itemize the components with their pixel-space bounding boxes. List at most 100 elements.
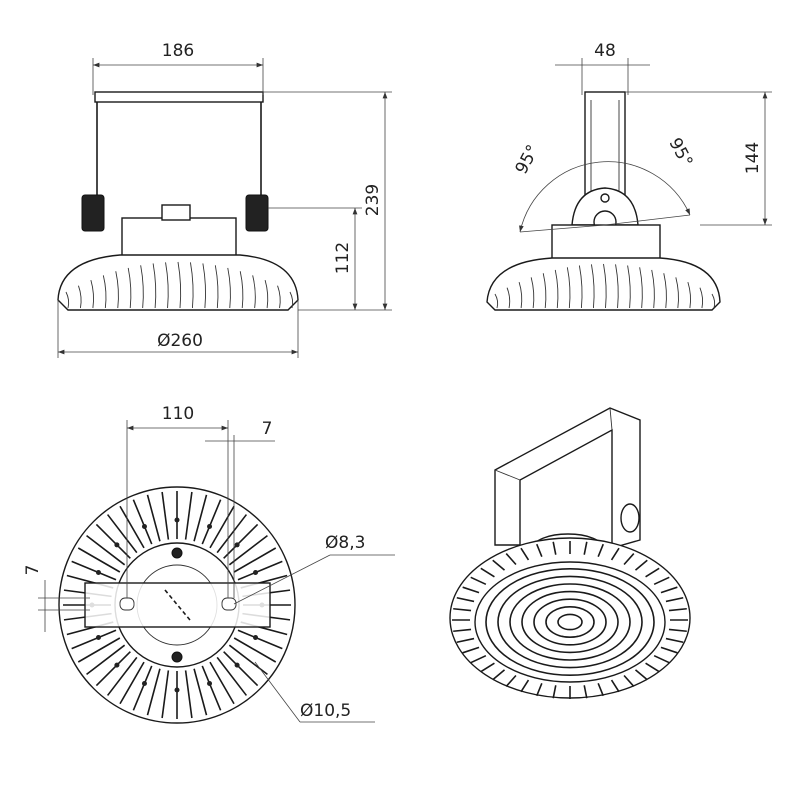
fin bbox=[90, 280, 94, 309]
heatsink-fins bbox=[65, 261, 294, 309]
iso-fin bbox=[660, 646, 678, 654]
radial-fin bbox=[193, 494, 208, 542]
radial-fin bbox=[95, 651, 131, 687]
radial-fin bbox=[193, 668, 208, 716]
hole-10-5-label: Ø10,5 bbox=[300, 701, 351, 721]
iso-lens bbox=[474, 561, 666, 683]
side-view: 95° 95° 48 144 bbox=[486, 41, 772, 311]
radial-fin bbox=[132, 665, 153, 711]
iso-fin bbox=[492, 559, 506, 571]
led-ring bbox=[545, 605, 595, 638]
fin bbox=[494, 293, 499, 309]
radial-fin bbox=[216, 656, 248, 696]
fin bbox=[190, 262, 194, 309]
fin bbox=[264, 280, 269, 309]
radial-fin bbox=[77, 547, 121, 573]
fin bbox=[140, 265, 144, 309]
fin bbox=[152, 263, 157, 309]
led-ring bbox=[497, 575, 643, 669]
iso-fin bbox=[453, 628, 472, 633]
lock-bolt bbox=[600, 193, 610, 203]
bottom-view: 110 7 7 Ø8,3 Ø10,5 bbox=[23, 404, 395, 724]
radial-fin bbox=[132, 499, 153, 545]
iso-fin bbox=[552, 685, 557, 699]
radial-fin bbox=[86, 534, 126, 566]
tilt-arc bbox=[519, 161, 691, 233]
iso-fin bbox=[456, 637, 475, 644]
iso-fin bbox=[492, 669, 506, 681]
fin bbox=[289, 291, 294, 309]
fin bbox=[663, 273, 667, 309]
radial-fin bbox=[106, 656, 138, 696]
leader-10-5 bbox=[254, 661, 301, 723]
radial-fin bbox=[184, 670, 193, 719]
iso-fin bbox=[462, 586, 480, 594]
fin bbox=[627, 265, 631, 309]
fin bbox=[214, 265, 219, 309]
fin bbox=[177, 261, 182, 309]
fin-hole bbox=[174, 687, 180, 693]
radial-fin bbox=[233, 637, 277, 663]
iso-fin bbox=[597, 543, 604, 557]
screw-bottom bbox=[171, 651, 183, 663]
iso-fins bbox=[452, 541, 688, 699]
iso-fin bbox=[480, 567, 495, 578]
iso-pivot bbox=[620, 503, 640, 533]
radial-fin bbox=[71, 560, 117, 581]
iso-fin bbox=[645, 662, 660, 673]
bracket-top-bar bbox=[94, 91, 264, 103]
fin bbox=[277, 285, 281, 309]
iso-fin bbox=[623, 674, 635, 687]
iso-fin bbox=[552, 541, 557, 555]
radial-fin bbox=[237, 629, 283, 650]
fin-hole bbox=[207, 681, 213, 687]
radial-fin bbox=[216, 514, 248, 554]
radial-fin bbox=[95, 523, 131, 559]
dim-7-left-label: 7 bbox=[23, 565, 43, 576]
dim-144-label: 144 bbox=[743, 142, 763, 174]
iso-led-rings bbox=[485, 567, 655, 676]
right-knob bbox=[245, 194, 269, 232]
radial-fin bbox=[201, 499, 222, 545]
fin bbox=[603, 263, 607, 309]
screw-top bbox=[171, 547, 183, 559]
iso-fin bbox=[653, 654, 670, 664]
dim-110-label: 110 bbox=[162, 404, 194, 424]
radial-fin bbox=[119, 661, 145, 705]
fin-hole bbox=[207, 523, 213, 529]
radial-fin bbox=[161, 491, 170, 540]
fin-hole bbox=[114, 542, 120, 548]
iso-fin bbox=[665, 596, 684, 603]
fin bbox=[115, 271, 119, 309]
fin bbox=[165, 262, 169, 309]
iso-fin bbox=[668, 628, 687, 633]
iso-fin bbox=[536, 543, 543, 557]
iso-fin bbox=[634, 559, 648, 571]
iso-bracket bbox=[494, 407, 641, 549]
iso-fin bbox=[645, 567, 660, 578]
iso-fin bbox=[470, 576, 487, 586]
fin bbox=[227, 267, 231, 309]
fin bbox=[639, 267, 643, 309]
left-knob bbox=[81, 194, 105, 232]
fin-hole bbox=[141, 523, 147, 529]
heatsink-fins-side bbox=[494, 263, 716, 309]
iso-fin bbox=[505, 553, 517, 566]
fin bbox=[578, 265, 583, 309]
driver-housing bbox=[121, 217, 237, 259]
dim-260-label: Ø260 bbox=[157, 331, 203, 351]
dim-7-top-label: 7 bbox=[262, 419, 273, 439]
radial-fin bbox=[223, 523, 259, 559]
dim-239-label: 239 bbox=[363, 184, 383, 216]
iso-fin bbox=[660, 586, 678, 594]
fin bbox=[518, 282, 523, 309]
dim-186-label: 186 bbox=[162, 41, 194, 61]
radial-fin bbox=[146, 668, 161, 716]
fin bbox=[202, 263, 206, 309]
iso-fin bbox=[583, 541, 588, 555]
fin-hole bbox=[174, 517, 180, 523]
fin bbox=[699, 287, 704, 309]
front-view: 186 239 112 Ø260 bbox=[57, 41, 392, 358]
radial-fin bbox=[71, 629, 117, 650]
led-ring bbox=[521, 590, 619, 654]
